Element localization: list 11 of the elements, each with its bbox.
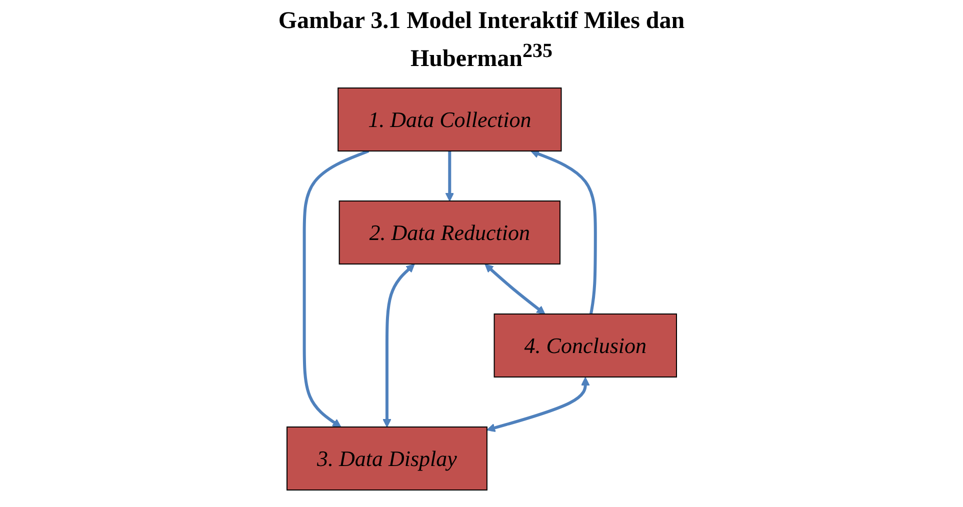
node-box: 1. Data Collection [337, 88, 562, 152]
arrow [486, 377, 590, 432]
figure-title: Gambar 3.1 Model Interaktif Miles dan Huberman$^{235}$ [277, 7, 686, 74]
arrow [382, 264, 415, 428]
arrow [302, 150, 369, 428]
arrow [445, 151, 454, 202]
node-box: 3. Data Display [286, 426, 488, 490]
arrow [484, 264, 546, 314]
node-box: 4. Conclusion [494, 314, 677, 378]
arrow [530, 150, 597, 314]
node-box: 2. Data Reduction [338, 200, 560, 264]
